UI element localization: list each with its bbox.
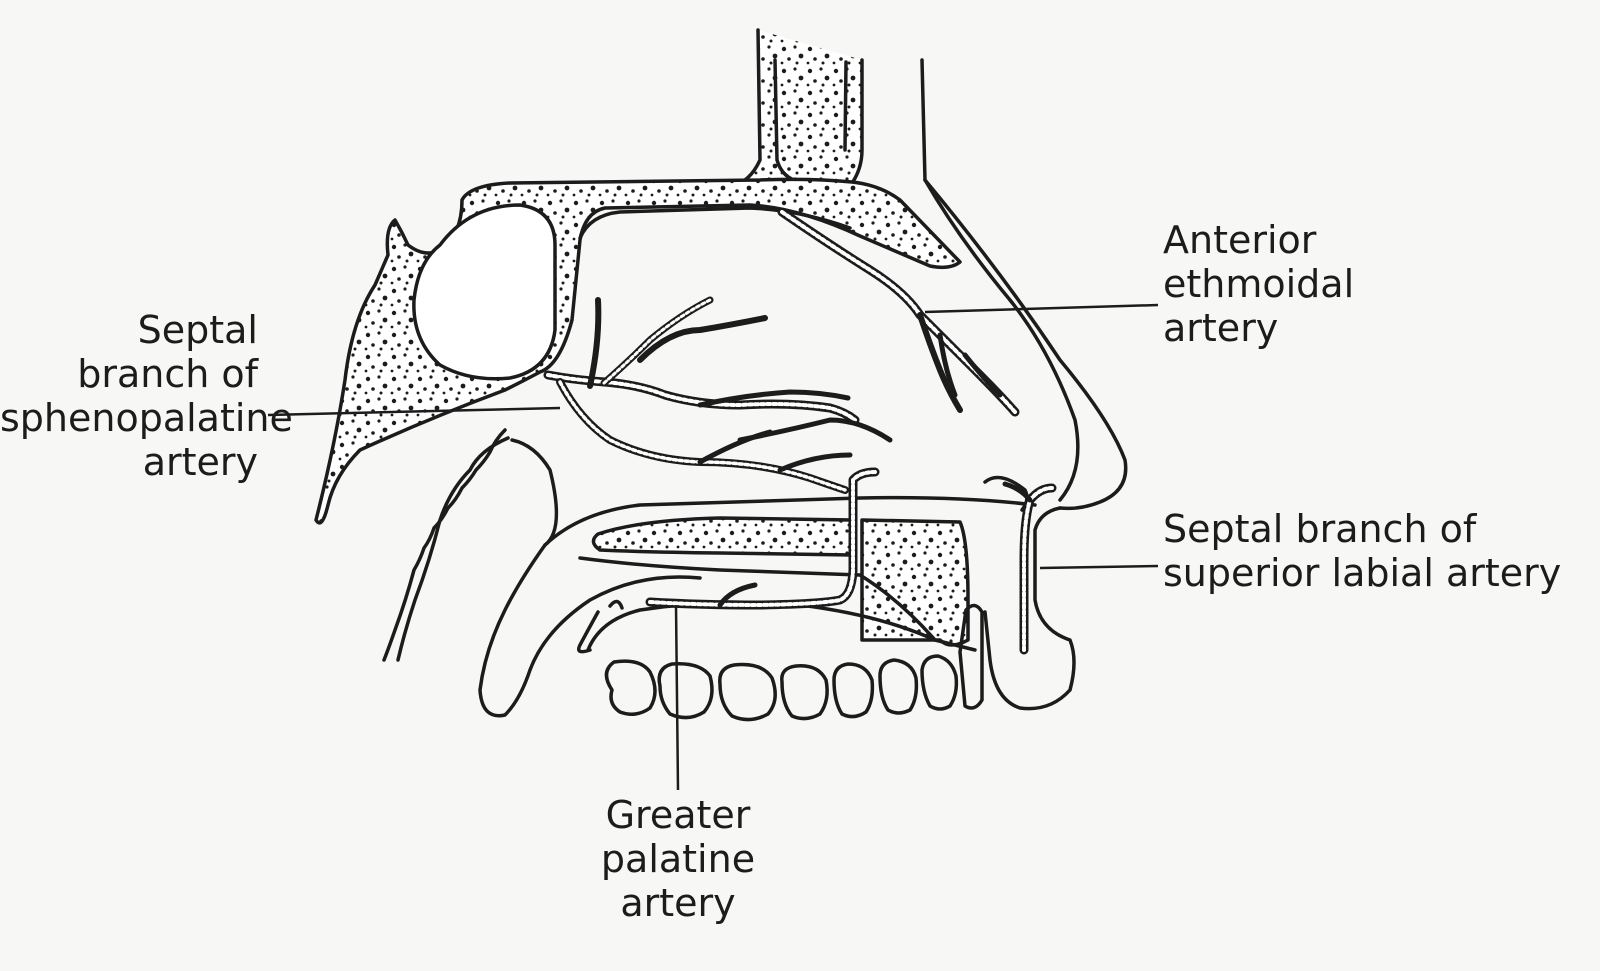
label-line: sphenopalatine <box>0 396 293 440</box>
columella-and-lip <box>983 506 1076 711</box>
cribriform-plate <box>578 206 852 240</box>
label-line: Septal branch of <box>1163 507 1477 551</box>
nasal-dorsum <box>923 178 1128 511</box>
leader-sphenopalatine <box>267 406 561 417</box>
nasal-floor-upper <box>543 495 1037 547</box>
soft-palate <box>478 438 702 718</box>
label-anterior-ethmoidal-artery: Anterior ethmoidal artery <box>1163 218 1354 350</box>
greater-palatine-artery <box>645 467 880 610</box>
label-line: Septal <box>137 308 258 352</box>
superior-labial-septal-artery <box>1002 481 1057 655</box>
leader-anterior-ethmoidal <box>924 303 1159 314</box>
label-line: Greater <box>605 793 751 837</box>
label-line: Anterior <box>1163 218 1317 262</box>
label-line: superior labial artery <box>1163 551 1562 595</box>
incisive-hook <box>577 610 600 654</box>
teeth <box>604 603 984 722</box>
sphenoid-sinus <box>412 203 557 381</box>
nasal-tip-inner <box>1008 298 1080 502</box>
hard-palate <box>591 516 857 557</box>
leader-greater-palatine <box>674 604 680 791</box>
frontal-bone-column <box>730 28 864 188</box>
pterygoid-line <box>382 428 507 662</box>
sphenopalatine-septal-artery <box>543 296 893 494</box>
label-line: artery <box>142 440 258 484</box>
label-line: palatine <box>600 837 756 881</box>
label-septal-branch-superior-labial: Septal branch of superior labial artery <box>1163 507 1561 595</box>
leader-superior-labial <box>1039 564 1159 570</box>
nasal-column-right-edge <box>843 60 848 152</box>
label-line: ethmoidal <box>1163 262 1355 306</box>
label-line: branch of <box>77 352 258 396</box>
label-greater-palatine-artery: Greater palatine artery <box>578 793 778 925</box>
anterior-ethmoidal-artery <box>777 207 1020 417</box>
pharynx-line <box>396 436 510 662</box>
label-line: artery <box>620 881 736 925</box>
premaxilla <box>860 518 970 647</box>
label-septal-branch-sphenopalatine: Septal branch of sphenopalatine artery <box>0 308 293 484</box>
nasal-floor-lower <box>578 556 977 652</box>
label-line: artery <box>1163 306 1279 350</box>
greater-palatine-foramen <box>608 599 624 610</box>
